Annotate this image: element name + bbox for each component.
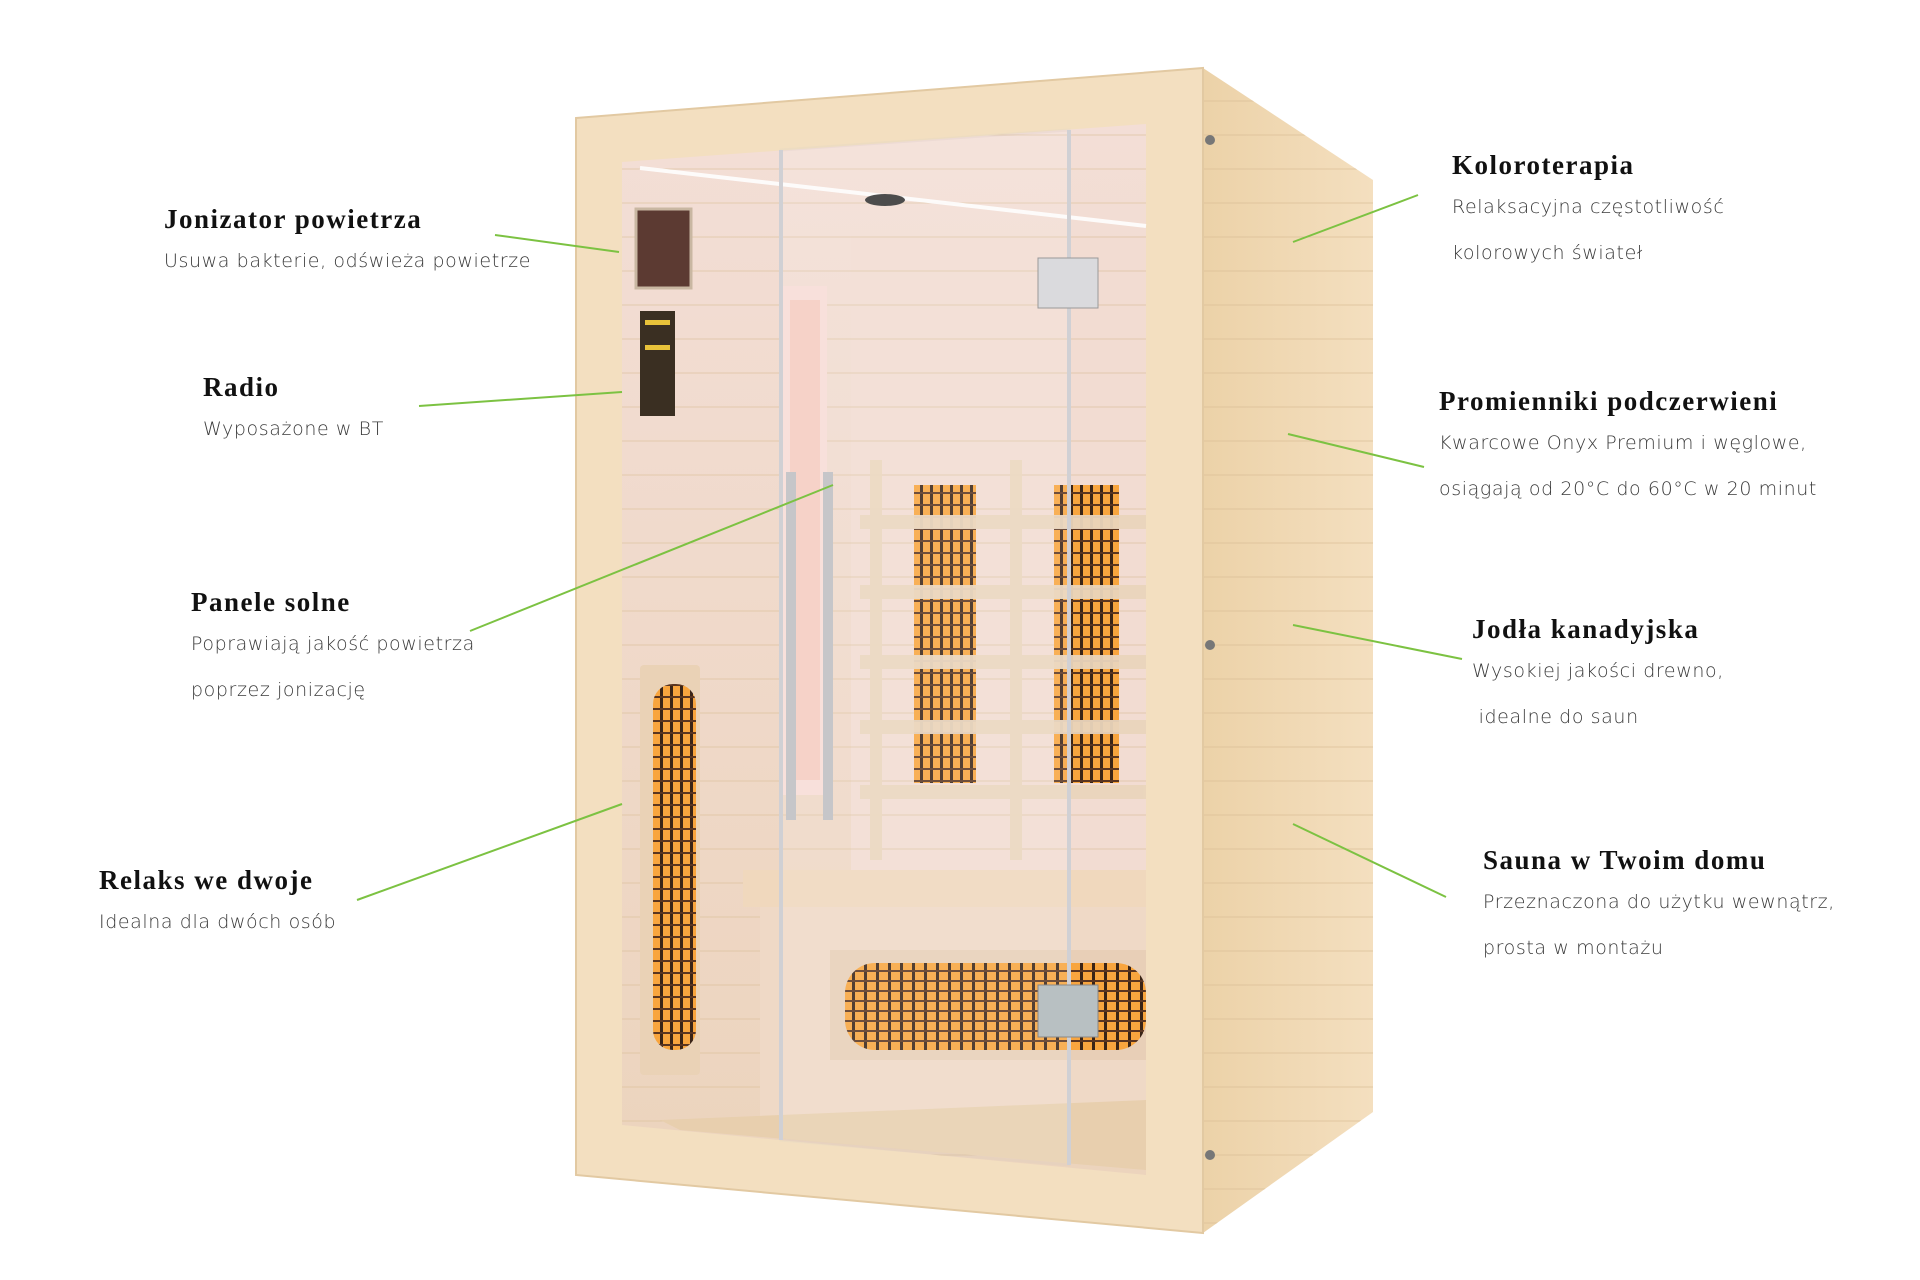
feature-panele-solne: Panele solne Poprawiają jakość powietrza… xyxy=(191,586,475,713)
feature-desc: poprzez jonizację xyxy=(191,679,366,701)
feature-desc: Wysokiej jakości drewno, xyxy=(1472,660,1724,682)
feature-title: Relaks we dwoje xyxy=(99,865,314,895)
feature-title: Panele solne xyxy=(191,587,351,617)
feature-promienniki: Promienniki podczerwieni Kwarcowe Onyx P… xyxy=(1439,385,1817,512)
feature-desc: Poprawiają jakość powietrza xyxy=(191,633,475,655)
feature-desc: Kwarcowe Onyx Premium i węglowe, xyxy=(1439,432,1807,454)
feature-jodla: Jodła kanadyjska Wysokiej jakości drewno… xyxy=(1472,613,1724,740)
feature-title: Sauna w Twoim domu xyxy=(1483,845,1767,875)
feature-desc: Idealna dla dwóch osób xyxy=(99,911,337,933)
feature-desc: osiągają od 20°C do 60°C w 20 minut xyxy=(1439,478,1817,500)
feature-title: Promienniki podczerwieni xyxy=(1439,386,1779,416)
feature-desc: Relaksacyjna częstotliwość xyxy=(1452,196,1725,218)
door-hinge xyxy=(1037,257,1099,309)
leader-lines xyxy=(356,194,1463,901)
feature-title: Jodła kanadyjska xyxy=(1472,614,1700,644)
feature-title: Koloroterapia xyxy=(1452,150,1635,180)
feature-desc: Usuwa bakterie, odświeża powietrze xyxy=(164,250,532,272)
feature-radio: Radio Wyposażone w BT xyxy=(203,371,384,452)
feature-sauna-w-domu: Sauna w Twoim domu Przeznaczona do użytk… xyxy=(1483,844,1835,971)
side-heater xyxy=(653,684,696,1050)
control-panel xyxy=(634,207,693,290)
feature-jonizator: Jonizator powietrza Usuwa bakterie, odśw… xyxy=(164,203,531,284)
feature-desc: idealne do saun xyxy=(1472,706,1639,728)
feature-title: Jonizator powietrza xyxy=(164,204,423,234)
radio-panel xyxy=(640,311,675,416)
hinge-screw xyxy=(1205,135,1215,145)
door-handle xyxy=(786,472,796,820)
feature-koloroterapia: Koloroterapia Relaksacyjna częstotliwość… xyxy=(1452,149,1724,276)
feature-desc: Przeznaczona do użytku wewnątrz, xyxy=(1483,891,1835,913)
feature-desc: prosta w montażu xyxy=(1483,937,1664,959)
feature-desc: Wyposażone w BT xyxy=(203,418,384,440)
feature-relaks: Relaks we dwoje Idealna dla dwóch osób xyxy=(99,864,336,945)
feature-title: Radio xyxy=(203,372,280,402)
feature-desc: kolorowych świateł xyxy=(1452,242,1643,264)
